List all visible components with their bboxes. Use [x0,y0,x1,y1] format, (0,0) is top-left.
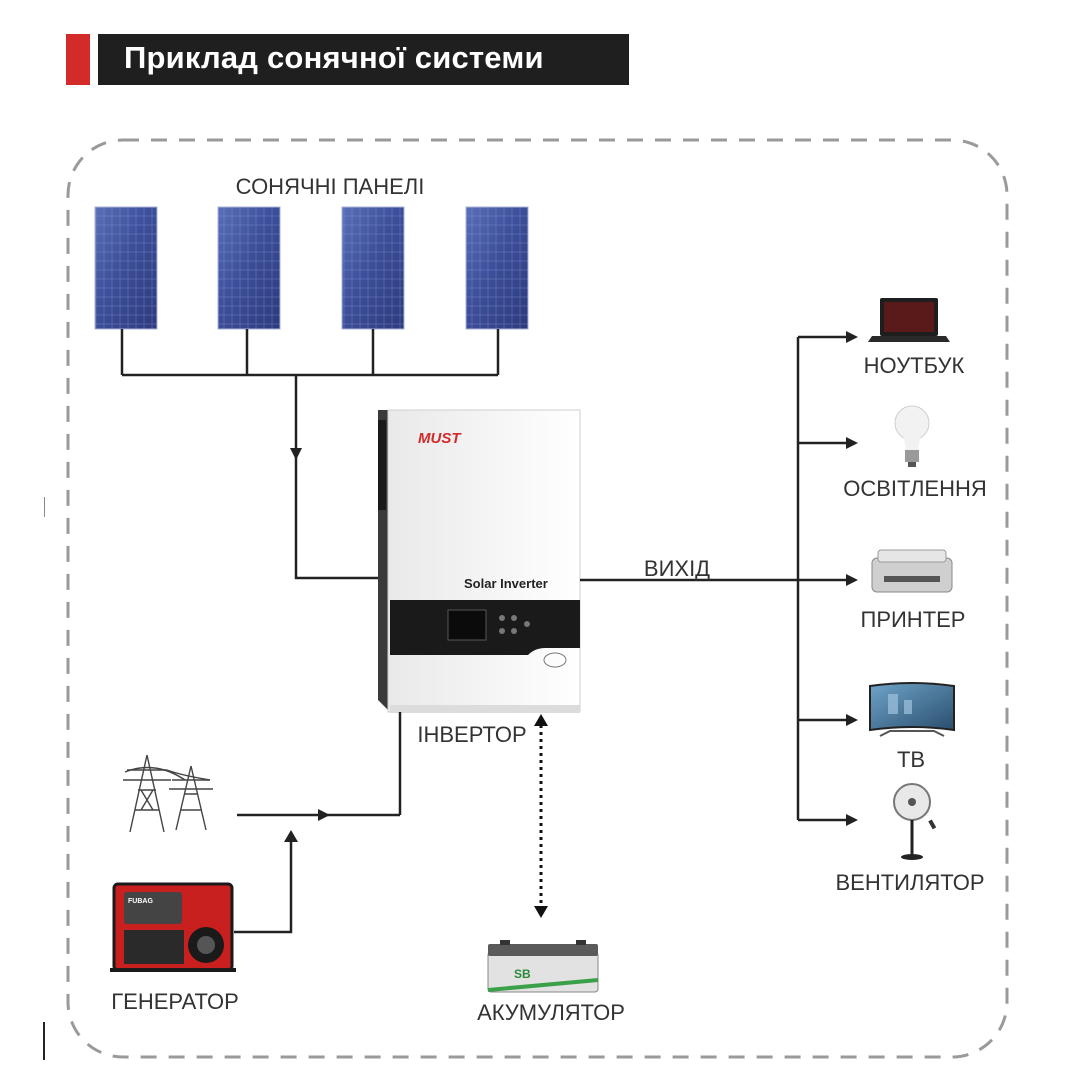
output-label: ВИХІД [643,556,711,581]
battery-icon: SB [487,940,599,993]
light-bulb-icon [894,405,930,467]
laptop-icon [868,298,950,342]
power-grid-towers-icon [123,754,213,833]
solar-panel-4 [465,206,529,330]
output-wiring [580,335,848,822]
inverter-brand-logo: MUST [418,430,462,447]
panel-to-inverter-arrow [290,448,302,460]
panel-wiring [120,329,500,580]
device-label-lighting: ОСВІТЛЕННЯ [843,476,987,501]
device-label-fan: ВЕНТИЛЯТОР [835,870,985,895]
solar-panel-1 [94,206,158,330]
inverter-model-text: Solar Inverter [464,576,548,591]
generator-label: ГЕНЕРАТОР [111,989,239,1014]
edge-mark-2 [43,1022,45,1060]
battery-arrow-up [534,714,548,726]
device-label-printer: ПРИНТЕР [860,607,966,632]
battery-label: АКУМУЛЯТОР [477,1000,625,1025]
device-label-tv: ТВ [896,747,926,772]
grid-generator-wiring [234,712,402,934]
solar-panel-3 [341,206,405,330]
device-label-laptop: НОУТБУК [863,353,965,378]
grid-arrow [318,809,330,821]
solar-panels-label: СОНЯЧНІ ПАНЕЛІ [235,174,425,199]
system-boundary-frame [66,138,1009,1059]
battery-brand: SB [514,967,531,981]
page-title: Приклад сонячної системи [124,40,544,75]
inverter-label: ІНВЕРТОР [417,722,527,747]
edge-mark-1 [44,497,45,517]
battery-arrow-down [534,906,548,918]
fan-icon [893,783,937,860]
generator-arrow [284,830,298,842]
solar-panel-2 [217,206,281,330]
title-bar [98,34,629,85]
solar-panels-group [94,206,529,330]
inverter-unit: MUST Solar Inverter [378,409,581,713]
generator-icon: FUBAG [110,882,236,972]
printer-icon [871,549,953,593]
output-arrows [846,331,858,826]
title-accent-bar [66,34,90,85]
tv-icon [869,682,955,737]
generator-brand: FUBAG [128,898,153,905]
